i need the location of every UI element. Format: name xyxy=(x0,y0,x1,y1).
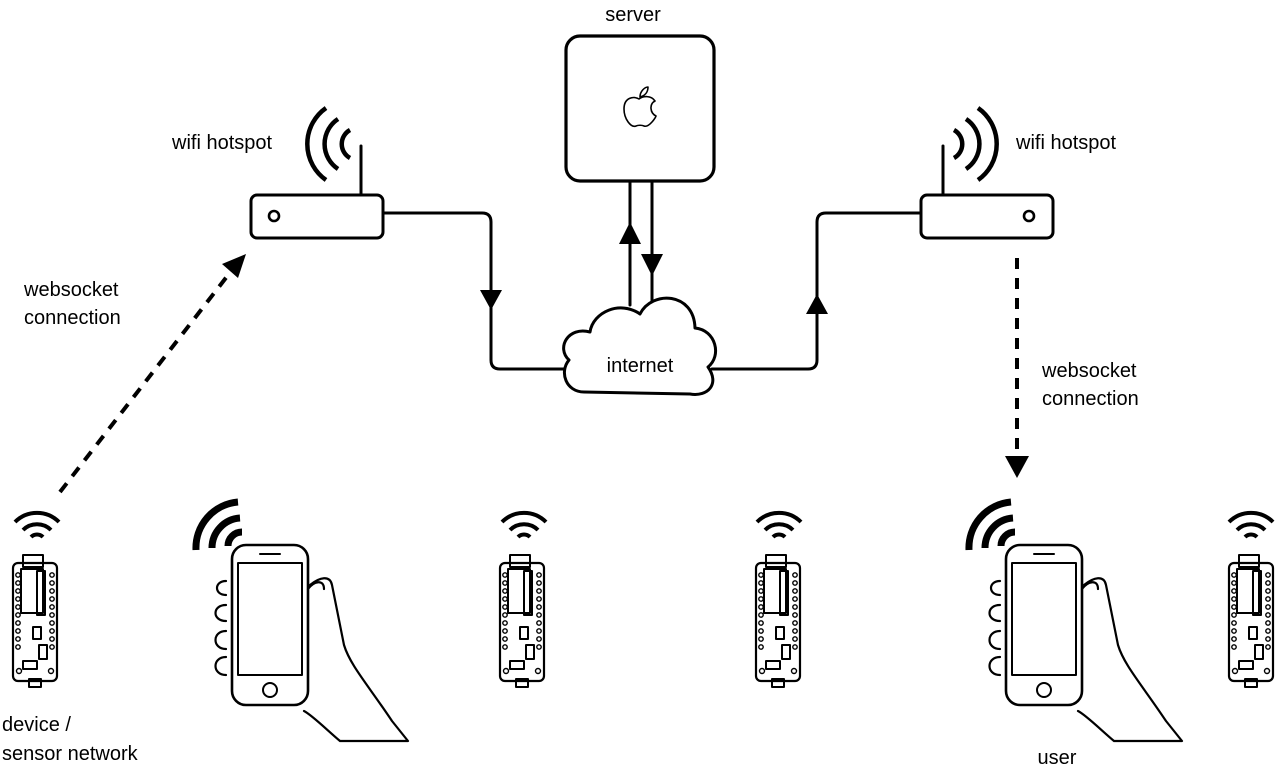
ws-right-label-2: connection xyxy=(1042,388,1139,410)
device-label-1: device / xyxy=(2,714,71,736)
arrow-down-left xyxy=(480,290,502,310)
ws-right-label-1: websocket xyxy=(1041,360,1137,382)
microcontroller-board-icon xyxy=(1227,553,1275,689)
hotspot-left-label: wifi hotspot xyxy=(171,132,272,154)
cloud-icon xyxy=(562,296,718,396)
user-label: user xyxy=(1038,747,1077,769)
microcontroller-board-icon xyxy=(498,553,546,689)
server-label: server xyxy=(605,4,661,26)
wifi-signal-icon xyxy=(192,498,243,551)
phone-in-hand-icon xyxy=(214,543,410,743)
router-left xyxy=(249,144,385,240)
arrow-websocket-right xyxy=(1005,456,1029,478)
link-left-router-internet xyxy=(381,211,568,371)
websocket-left-dashed xyxy=(58,268,234,494)
arrow-websocket-left xyxy=(222,254,246,278)
wifi-signal-icon xyxy=(965,498,1016,551)
server-box xyxy=(564,34,716,183)
link-internet-right-router xyxy=(710,211,923,371)
arrow-up-server xyxy=(619,222,641,244)
microcontroller-board-icon xyxy=(11,553,59,689)
ws-left-label-1: websocket xyxy=(23,279,119,301)
internet-label: internet xyxy=(607,355,674,377)
microcontroller-board-icon xyxy=(754,553,802,689)
wifi-signal-icon xyxy=(500,510,548,539)
arrow-up-right xyxy=(806,294,828,314)
hotspot-right-label: wifi hotspot xyxy=(1015,132,1116,154)
phone-in-hand-icon xyxy=(988,543,1184,743)
apple-logo-icon xyxy=(623,86,657,128)
ws-left-label-2: connection xyxy=(24,307,121,329)
arrow-down-server xyxy=(641,254,663,276)
wifi-signal-icon xyxy=(305,106,352,182)
wifi-signal-icon xyxy=(755,510,803,539)
router-right xyxy=(919,144,1055,240)
wifi-signal-icon xyxy=(1227,510,1275,539)
wifi-signal-icon xyxy=(952,106,999,182)
wifi-signal-icon xyxy=(13,510,61,539)
device-label-2: sensor network xyxy=(2,743,139,765)
